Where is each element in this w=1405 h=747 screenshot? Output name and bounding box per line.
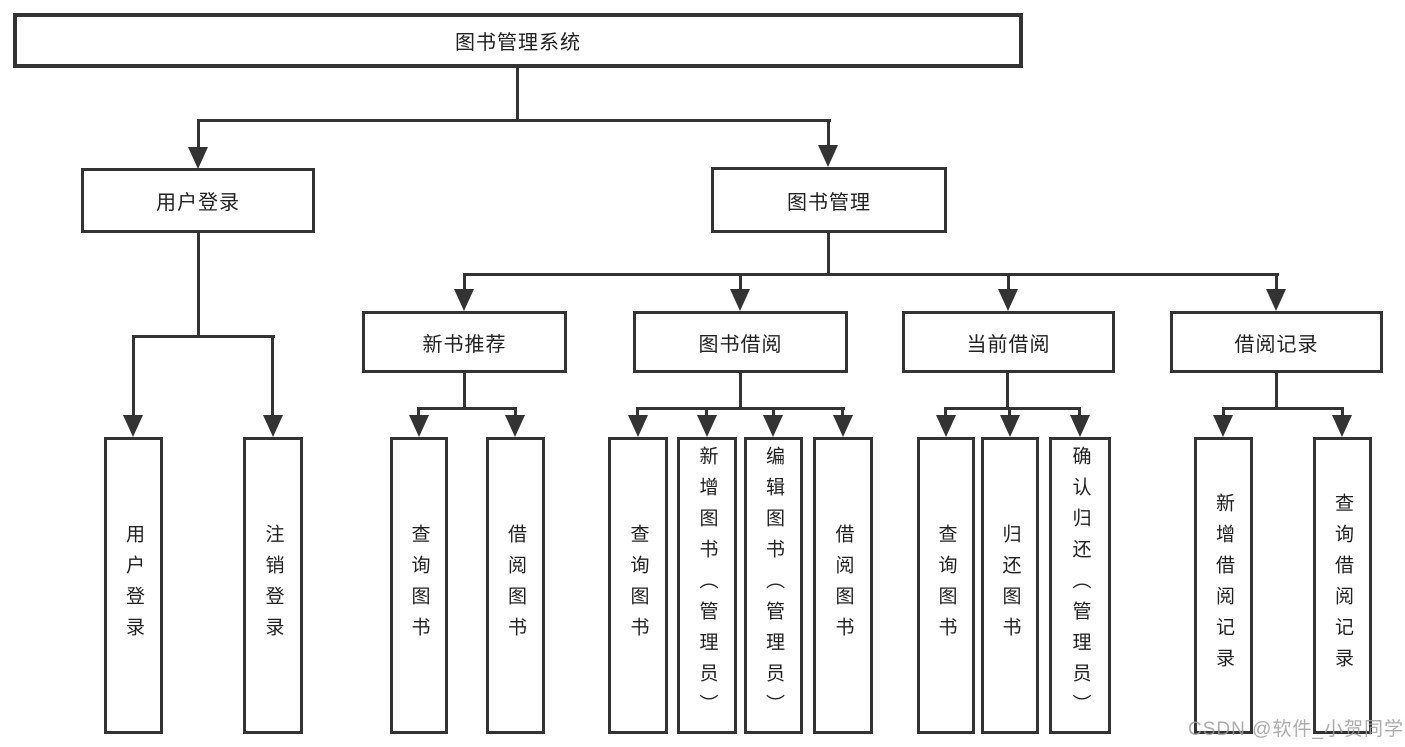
connector-records-bus (1222, 407, 1344, 410)
connector-level3-drop (1007, 273, 1010, 291)
connector-currentborrow-stem (1006, 373, 1009, 407)
leaf-user-login: 用户登录 (104, 437, 163, 734)
leaf-current-return-books: 归还图书 (981, 437, 1039, 734)
leaf-records-query-record: 查询借阅记录 (1313, 437, 1372, 734)
arrow-down-icon (123, 415, 143, 437)
arrow-down-icon (263, 415, 283, 437)
arrow-down-icon (188, 147, 208, 169)
arrow-down-icon (409, 415, 429, 437)
arrow-down-icon (936, 415, 956, 437)
leaf-borrow-borrow-books-label: 借阅图书 (832, 523, 854, 648)
connector-leaf-drop (772, 407, 775, 417)
connector-bookborrow-bus (636, 407, 845, 410)
node-borrow-records-label: 借阅记录 (1234, 333, 1319, 356)
connector-leaf-drop (841, 407, 844, 417)
arrow-down-icon (628, 415, 648, 437)
leaf-borrow-edit-books-admin: 编辑图书（管理员） (744, 437, 803, 734)
arrow-down-icon (1000, 415, 1020, 437)
node-current-borrow-label: 当前借阅 (966, 333, 1051, 356)
node-book-borrow-label: 图书借阅 (698, 333, 783, 356)
connector-leaf-drop (705, 407, 708, 417)
arrow-down-icon (505, 415, 525, 437)
leaf-user-login-label: 用户登录 (123, 523, 144, 648)
node-borrow-records: 借阅记录 (1170, 311, 1383, 373)
connector-leaf-drop (636, 407, 639, 417)
arrow-down-icon (1266, 289, 1286, 311)
node-new-book-recommend: 新书推荐 (362, 311, 567, 373)
arrow-down-icon (454, 289, 474, 311)
connector-root-stem (516, 68, 519, 119)
connector-newbook-bus (417, 407, 517, 410)
leaf-newbook-borrow-books: 借阅图书 (486, 437, 545, 734)
connector-leaf-drop (417, 407, 420, 417)
connector-level3-drop (1275, 273, 1278, 291)
leaf-logout: 注销登录 (243, 437, 303, 734)
connector-userlogin-stem (197, 233, 200, 335)
connector-leaf-drop (514, 407, 517, 417)
leaf-current-query-books: 查询图书 (917, 437, 975, 734)
node-book-management: 图书管理 (711, 167, 947, 233)
leaf-current-confirm-return-admin: 确认归还（管理员） (1049, 437, 1111, 734)
leaf-records-add-record-label: 新增借阅记录 (1213, 492, 1234, 679)
connector-leaf-drop (132, 335, 135, 417)
leaf-borrow-edit-books-admin-label: 编辑图书（管理员） (763, 446, 784, 725)
csdn-watermark: CSDN @软件_小贺同学 (1188, 719, 1404, 740)
arrow-down-icon (697, 415, 717, 437)
arrow-down-icon (833, 415, 853, 437)
leaf-current-return-books-label: 归还图书 (999, 523, 1021, 648)
connector-userlogin-bus (132, 335, 275, 338)
arrow-down-icon (763, 415, 783, 437)
leaf-borrow-borrow-books: 借阅图书 (813, 437, 873, 734)
node-book-management-label: 图书管理 (787, 191, 871, 214)
connector-leaf-drop (1341, 407, 1344, 417)
node-new-book-recommend-label: 新书推荐 (422, 333, 507, 356)
node-library-system-label: 图书管理系统 (455, 32, 581, 54)
connector-level3-bus (463, 273, 1279, 276)
arrow-down-icon (1213, 415, 1233, 437)
connector-level3-drop (739, 273, 742, 291)
connector-leaf-drop (1008, 407, 1011, 417)
leaf-borrow-add-books-admin-label: 新增图书（管理员） (696, 446, 718, 725)
leaf-current-confirm-return-admin-label: 确认归还（管理员） (1069, 446, 1091, 725)
arrow-down-icon (818, 145, 838, 167)
leaf-borrow-add-books-admin: 新增图书（管理员） (677, 437, 737, 734)
connector-bookmgmt-drop (827, 119, 830, 147)
connector-userlogin-drop (197, 119, 200, 149)
connector-currentborrow-bus (944, 407, 1081, 410)
connector-bookborrow-stem (739, 373, 742, 407)
leaf-logout-label: 注销登录 (262, 523, 284, 648)
connector-level2-bus (197, 119, 831, 122)
node-user-login-label: 用户登录 (156, 192, 240, 214)
connector-records-stem (1275, 373, 1278, 407)
leaf-newbook-borrow-books-label: 借阅图书 (505, 523, 526, 648)
leaf-borrow-query-books-label: 查询图书 (627, 523, 649, 648)
leaf-newbook-query-books: 查询图书 (390, 437, 448, 734)
leaf-records-query-record-label: 查询借阅记录 (1332, 492, 1353, 679)
leaf-newbook-query-books-label: 查询图书 (408, 523, 430, 648)
node-current-borrow: 当前借阅 (902, 311, 1115, 373)
node-book-borrow: 图书借阅 (633, 311, 848, 373)
leaf-borrow-query-books: 查询图书 (608, 437, 668, 734)
connector-leaf-drop (944, 407, 947, 417)
leaf-records-add-record: 新增借阅记录 (1194, 437, 1253, 734)
connector-leaf-drop (271, 335, 274, 417)
arrow-down-icon (730, 289, 750, 311)
connector-leaf-drop (1222, 407, 1225, 417)
arrow-down-icon (998, 289, 1018, 311)
connector-leaf-drop (1078, 407, 1081, 417)
connector-level3-drop (463, 273, 466, 291)
arrow-down-icon (1070, 415, 1090, 437)
leaf-current-query-books-label: 查询图书 (935, 523, 957, 648)
node-user-login: 用户登录 (81, 168, 315, 233)
arrow-down-icon (1332, 415, 1352, 437)
connector-newbook-stem (463, 373, 466, 407)
node-library-system: 图书管理系统 (13, 13, 1023, 68)
connector-bookmgmt-stem (827, 233, 830, 273)
